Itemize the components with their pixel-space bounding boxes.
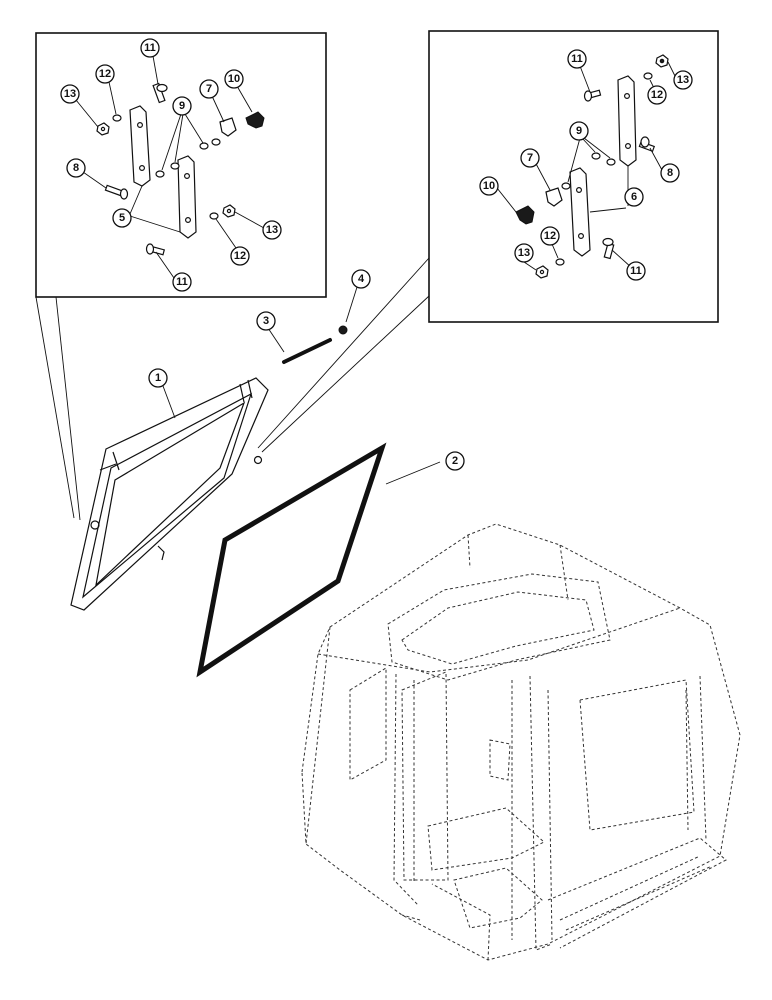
callout-4: 4 [351, 269, 371, 289]
strap-upper-right [617, 75, 637, 167]
washer-9c-left [199, 142, 209, 150]
callout-left-12-bottom: 12 [230, 246, 250, 266]
bolt-bottom-left [145, 243, 166, 256]
svg-text:10: 10 [483, 180, 495, 192]
washer-left-top [112, 114, 122, 122]
washer-9a-right [561, 182, 571, 190]
callout-right-10: 10 [479, 176, 499, 196]
svg-text:9: 9 [179, 100, 185, 112]
bolt-top-left [152, 82, 168, 104]
svg-text:9: 9 [576, 125, 582, 137]
callout-3: 3 [256, 311, 276, 331]
svg-text:12: 12 [99, 68, 111, 80]
svg-text:7: 7 [206, 83, 212, 95]
glass-seal [196, 442, 387, 678]
svg-text:5: 5 [119, 212, 125, 224]
svg-text:8: 8 [73, 162, 79, 174]
washer-9b-right [591, 152, 601, 160]
strap-upper-left [129, 105, 151, 187]
washer-left-bottom [209, 212, 219, 220]
washer-right-top [643, 72, 653, 80]
latch-10-left [245, 111, 265, 129]
bolt-top-right [583, 89, 602, 102]
window-frame [70, 377, 269, 611]
pin-nut-4 [338, 325, 348, 335]
callout-left-8: 8 [66, 158, 86, 178]
washer-9d-left [211, 138, 221, 146]
svg-text:6: 6 [631, 191, 637, 203]
inset-connector-lines [35, 257, 430, 521]
callout-right-12-top: 12 [647, 85, 667, 105]
svg-text:2: 2 [452, 455, 458, 467]
svg-text:11: 11 [630, 265, 642, 277]
svg-text:11: 11 [571, 53, 583, 65]
washer-right-bottom [555, 258, 565, 266]
callout-left-11-top: 11 [140, 38, 160, 58]
callout-1: 1 [148, 368, 168, 388]
callout-right-11-top: 11 [567, 49, 587, 69]
callout-left-12-top: 12 [95, 64, 115, 84]
bracket-7-right [545, 187, 563, 207]
washer-9c-right [606, 158, 616, 166]
pin-3 [282, 338, 332, 364]
nut-left-bottom [222, 204, 236, 218]
callout-right-13-top: 13 [673, 70, 693, 90]
svg-text:1: 1 [155, 372, 161, 384]
nut-left-top [96, 122, 110, 136]
callout-right-8: 8 [660, 163, 680, 183]
callout-left-5: 5 [112, 208, 132, 228]
svg-text:7: 7 [527, 152, 533, 164]
strap-lower-right [569, 167, 591, 257]
nut-right-bottom [535, 265, 549, 279]
callout-right-6: 6 [624, 187, 644, 207]
strap-lower-left [177, 155, 197, 239]
svg-text:4: 4 [358, 273, 365, 285]
callout-right-11-bottom: 11 [626, 261, 646, 281]
svg-text:8: 8 [667, 167, 673, 179]
latch-10-right [515, 205, 535, 225]
washer-9a-left [155, 170, 165, 178]
callout-2: 2 [445, 451, 465, 471]
callout-right-13-bottom: 13 [514, 243, 534, 263]
svg-text:13: 13 [677, 74, 689, 86]
svg-text:13: 13 [266, 224, 278, 236]
callout-right-9: 9 [569, 121, 589, 141]
svg-text:12: 12 [234, 250, 246, 262]
cab-outline [301, 523, 741, 961]
callout-left-13-bottom: 13 [262, 220, 282, 240]
callout-left-11-bottom: 11 [172, 272, 192, 292]
bolt-bottom-right [602, 237, 615, 260]
washer-9b-left [170, 162, 180, 170]
svg-text:3: 3 [263, 315, 269, 327]
right-detail-inset [428, 30, 719, 323]
svg-text:12: 12 [651, 89, 663, 101]
svg-text:13: 13 [64, 88, 76, 100]
svg-text:11: 11 [144, 42, 156, 54]
callout-left-10: 10 [224, 69, 244, 89]
callout-right-12-bottom: 12 [540, 226, 560, 246]
callout-left-13-top: 13 [60, 84, 80, 104]
svg-text:10: 10 [228, 73, 240, 85]
callout-left-9: 9 [172, 96, 192, 116]
nut-right-top [655, 54, 669, 68]
callout-left-7: 7 [199, 79, 219, 99]
svg-text:12: 12 [544, 230, 556, 242]
bolt-8-left [104, 184, 129, 200]
callout-right-7: 7 [520, 148, 540, 168]
svg-text:11: 11 [176, 276, 188, 288]
svg-text:13: 13 [518, 247, 530, 259]
bracket-7-left [219, 117, 237, 137]
